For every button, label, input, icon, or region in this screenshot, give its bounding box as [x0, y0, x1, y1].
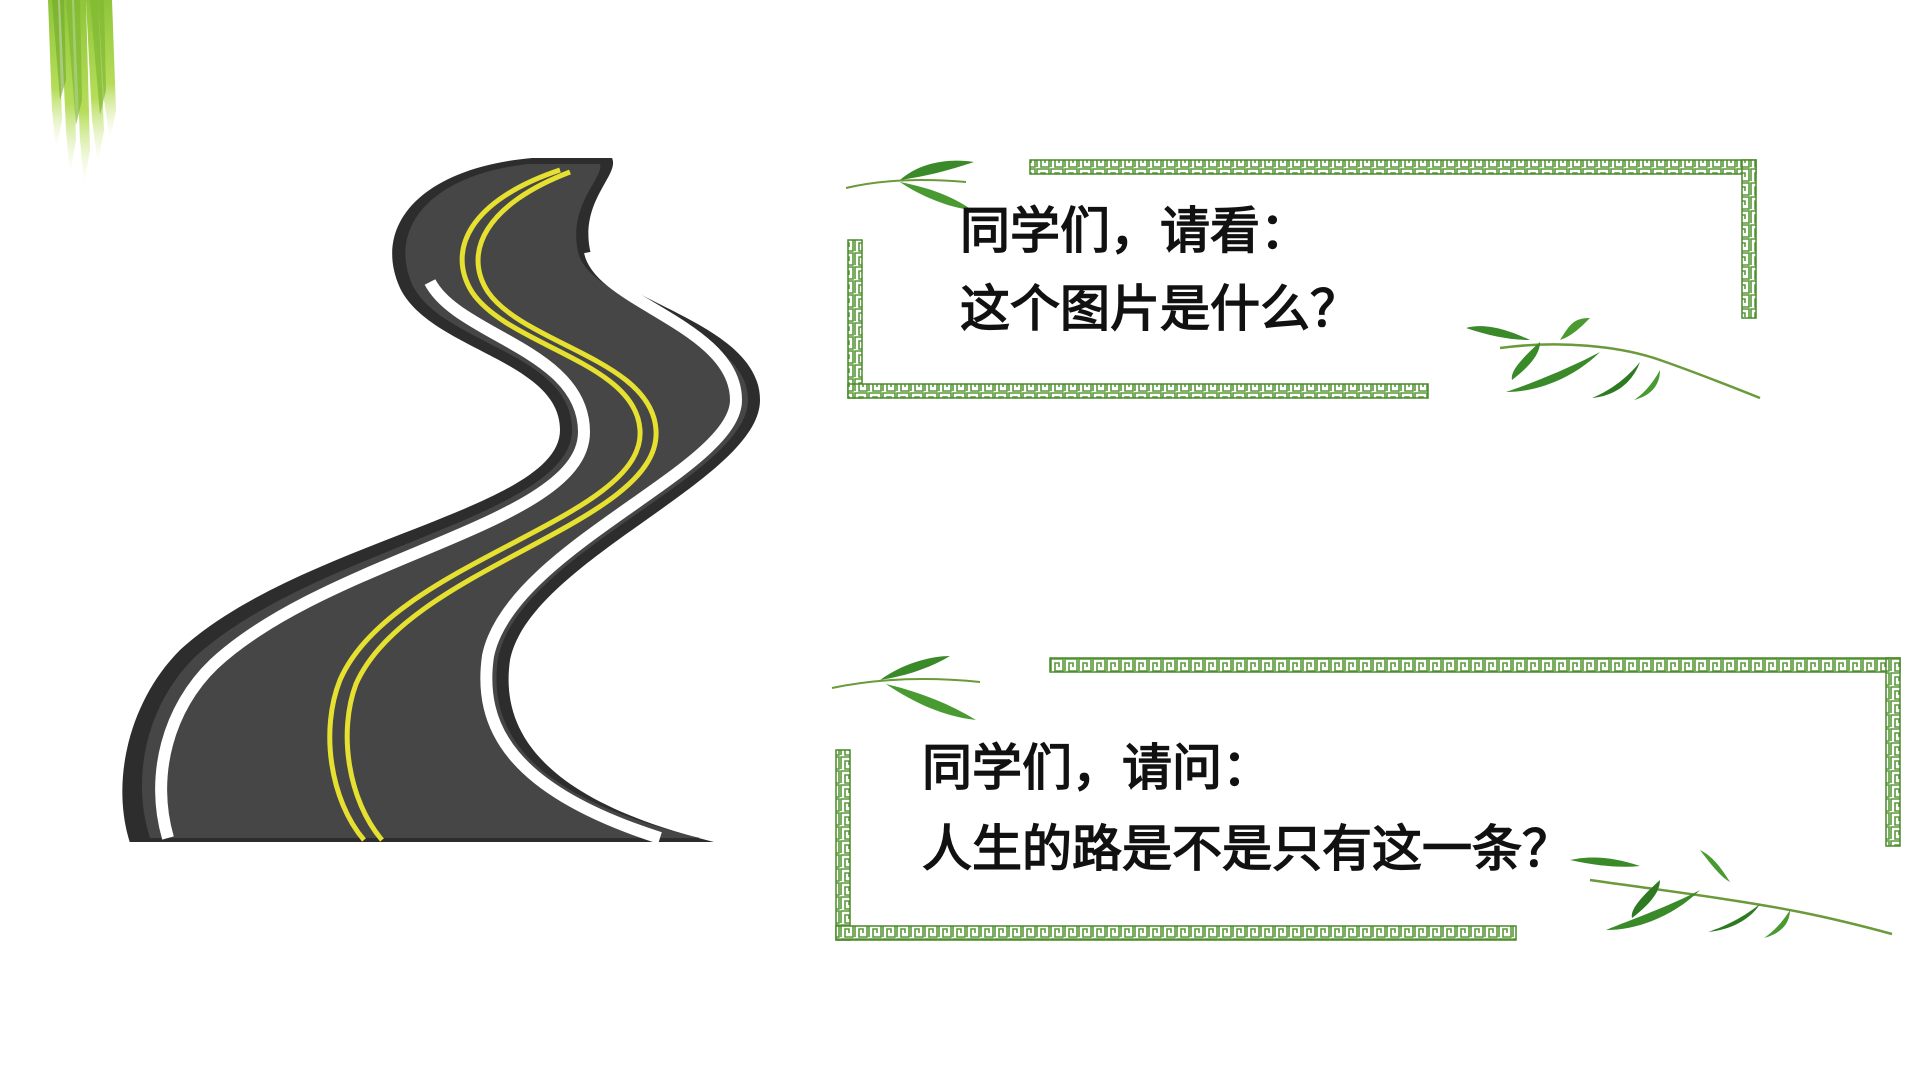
grass-tuft-icon — [48, 0, 116, 185]
question-2-line-1: 同学们，请问： — [922, 738, 1272, 797]
question-2-line-2: 人生的路是不是只有这一条？ — [922, 819, 1572, 878]
question-1-line-1: 同学们，请看： — [960, 201, 1310, 260]
question-1-line-2: 这个图片是什么？ — [960, 279, 1360, 338]
